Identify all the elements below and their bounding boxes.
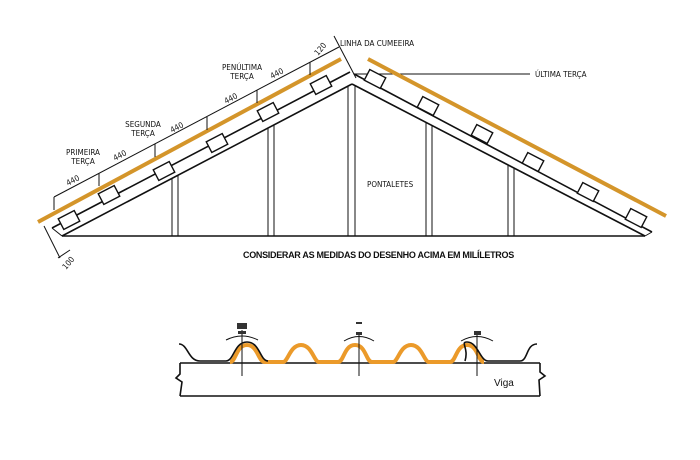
posts xyxy=(171,86,515,236)
spacing-label: 440 xyxy=(112,148,129,163)
posts-label: PONTALETES xyxy=(367,180,414,189)
second-purlin-label-2: TERÇA xyxy=(130,129,155,138)
left-rafter-outer xyxy=(51,71,351,229)
purlins xyxy=(57,68,648,231)
screw-icon xyxy=(460,331,494,376)
right-rafter-outer xyxy=(353,73,653,233)
dimension-line xyxy=(43,35,357,259)
left-roof-tile-line xyxy=(37,57,342,224)
last-purlin-label: ÚLTIMA TERÇA xyxy=(535,68,587,79)
screw-icon xyxy=(343,322,375,376)
penultimate-purlin-label-2: TERÇA xyxy=(229,72,254,81)
right-rafter-inner xyxy=(351,83,646,237)
ridge-line-label: LINHA DA CUMEEIRA xyxy=(340,39,414,48)
first-purlin-label-2: TERÇA xyxy=(70,157,95,166)
spacing-label: 440 xyxy=(65,173,82,188)
tile-profile xyxy=(229,342,485,364)
tile-cross-section: Viga xyxy=(174,322,547,397)
ridge-gap-label: 120 xyxy=(313,41,329,58)
measurement-note: CONSIDERAR AS MEDIDAS DO DESENHO ACIMA E… xyxy=(243,250,514,260)
left-rafter-inner xyxy=(61,83,353,237)
first-purlin-label-1: PRIMEIRA xyxy=(66,148,100,157)
right-roof-tile-line xyxy=(367,57,667,218)
penultimate-purlin-label-1: PENÚLTIMA xyxy=(222,61,262,72)
truss-frame xyxy=(37,35,667,259)
beam xyxy=(174,362,547,397)
eave-overhang-label: 100 xyxy=(61,255,77,272)
screws xyxy=(225,322,494,376)
beam-label: Viga xyxy=(494,378,514,389)
screw-icon xyxy=(225,323,259,376)
second-purlin-label-1: SEGUNDA xyxy=(125,120,161,129)
spacing-label: 440 xyxy=(269,66,286,81)
